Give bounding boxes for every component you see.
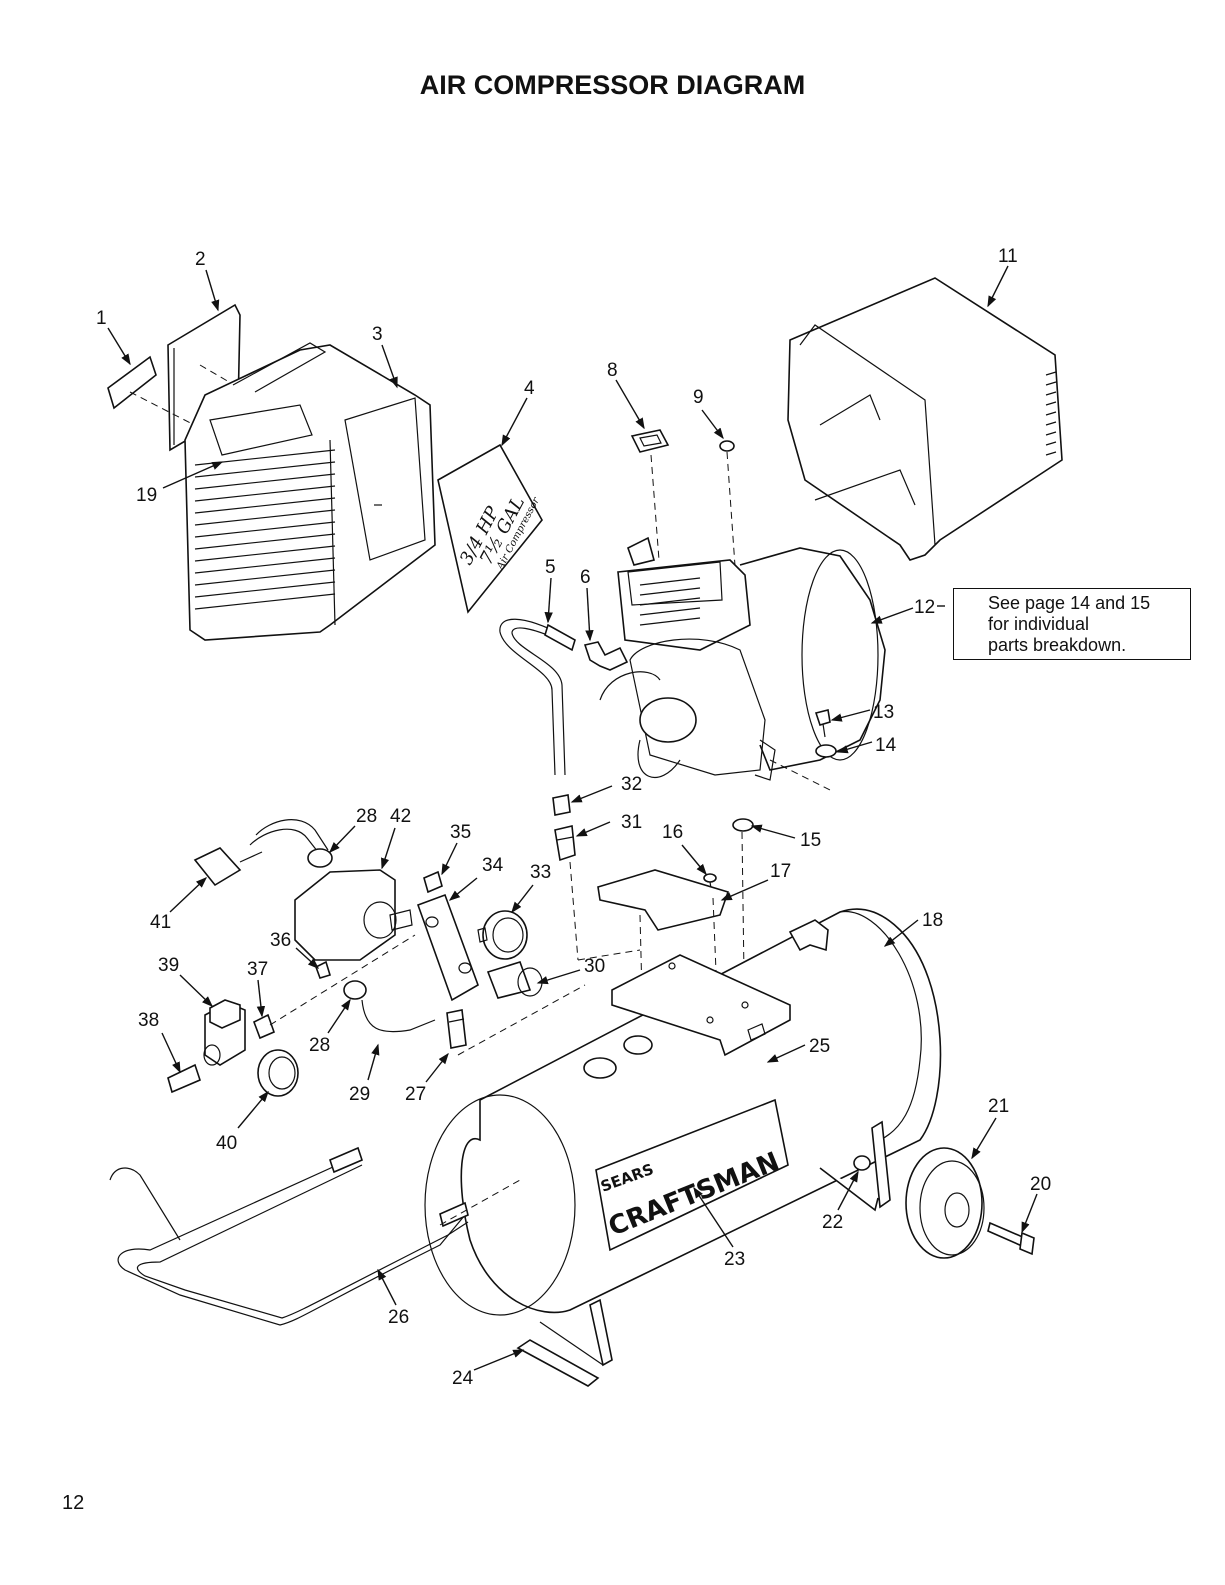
note-line-3: parts breakdown. [988, 635, 1190, 656]
callout-13: 13 [873, 702, 894, 723]
part-40-gauge [258, 1050, 298, 1096]
callout-2: 2 [195, 249, 206, 270]
part-5-tube [500, 619, 575, 775]
part-32-nut [553, 795, 570, 815]
callout-23: 23 [724, 1249, 745, 1270]
part-31-fitting [555, 826, 575, 860]
part-3-shroud [185, 343, 435, 640]
callout-26: 26 [388, 1307, 409, 1328]
part-42-pressure-switch [295, 870, 412, 960]
callout-9: 9 [693, 387, 704, 408]
callout-31: 31 [621, 812, 642, 833]
callout-33: 33 [530, 862, 551, 883]
part-20-axle-bolt [988, 1223, 1034, 1254]
callout-40: 40 [216, 1133, 237, 1154]
part-15-washer [733, 819, 753, 831]
callout-38: 38 [138, 1010, 159, 1031]
part-1-nameplate [108, 357, 156, 408]
part-41-plug-cord [195, 820, 328, 885]
callout-36: 36 [270, 930, 291, 951]
callout-18: 18 [922, 910, 943, 931]
part-26-handle [110, 1148, 468, 1325]
part-36-clip [316, 962, 330, 978]
part-9-washer [720, 441, 734, 451]
part-35-plug [424, 872, 442, 892]
note-line-2: for individual [988, 614, 1190, 635]
part-21-wheel [906, 1148, 984, 1258]
callout-20: 20 [1030, 1174, 1051, 1195]
callout-15: 15 [800, 830, 821, 851]
callout-3: 3 [372, 324, 383, 345]
callout-32: 32 [621, 774, 642, 795]
callout-37: 37 [247, 959, 268, 980]
callout-4: 4 [524, 378, 535, 399]
part-24-pad [518, 1340, 598, 1386]
part-27-fitting [447, 1010, 466, 1048]
callout-19: 19 [136, 485, 157, 506]
callout-16: 16 [662, 822, 683, 843]
part-11-rear-shroud [788, 278, 1062, 560]
part-4-decal: 3/4 HP 7½ GAL Air Compressor [438, 445, 543, 612]
page-number: 12 [62, 1492, 84, 1515]
callout-22: 22 [822, 1212, 843, 1233]
callout-28-top: 28 [356, 806, 377, 827]
parts-breakdown-note: See page 14 and 15 for individual parts … [953, 588, 1191, 660]
callout-39: 39 [158, 955, 179, 976]
note-line-1: See page 14 and 15 [988, 593, 1190, 614]
part-22-nut [854, 1156, 870, 1170]
callout-30: 30 [584, 956, 605, 977]
callout-5: 5 [545, 557, 556, 578]
callout-24: 24 [452, 1368, 474, 1389]
callout-21: 21 [988, 1096, 1009, 1117]
callout-41: 41 [150, 912, 171, 933]
part-37-nipple [254, 1015, 274, 1038]
part-8-gasket [632, 430, 668, 452]
part-38-fitting [168, 1065, 200, 1092]
part-30-safety-valve [488, 962, 542, 998]
callout-12: 12 [914, 597, 935, 618]
part-28-strain-relief-top [308, 849, 332, 867]
callout-29: 29 [349, 1084, 370, 1105]
part-39-regulator [204, 1000, 245, 1065]
callout-14: 14 [875, 735, 897, 756]
part-33-gauge [478, 911, 527, 959]
callout-27: 27 [405, 1084, 426, 1105]
part-29-cord [362, 1000, 435, 1032]
callout-11: 11 [998, 246, 1018, 267]
part-28-strain-relief-bottom [344, 981, 366, 999]
callout-17: 17 [770, 861, 791, 882]
callout-28-bottom: 28 [309, 1035, 330, 1056]
callout-8: 8 [607, 360, 618, 381]
callout-1: 1 [96, 308, 107, 329]
part-6-elbow [585, 642, 627, 670]
part-12-pump-motor [600, 538, 885, 780]
part-34-manifold [418, 895, 478, 1000]
callout-42: 42 [390, 806, 411, 827]
part-14-washer [816, 745, 836, 757]
callout-34: 34 [482, 855, 504, 876]
callout-25: 25 [809, 1036, 830, 1057]
callout-35: 35 [450, 822, 471, 843]
callout-6: 6 [580, 567, 591, 588]
